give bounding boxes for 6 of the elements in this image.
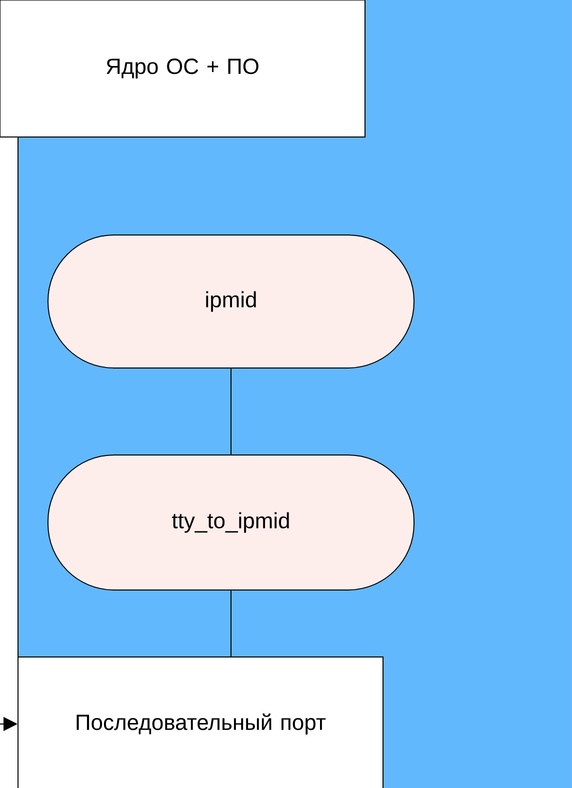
connector-line	[230, 368, 232, 455]
process-box: ipmid	[48, 234, 414, 368]
port-box: Последовательный порт	[18, 656, 384, 788]
node-label: Последовательный порт	[76, 714, 326, 734]
connector-line	[230, 590, 232, 657]
process-box: tty_to_ipmid	[48, 454, 414, 590]
